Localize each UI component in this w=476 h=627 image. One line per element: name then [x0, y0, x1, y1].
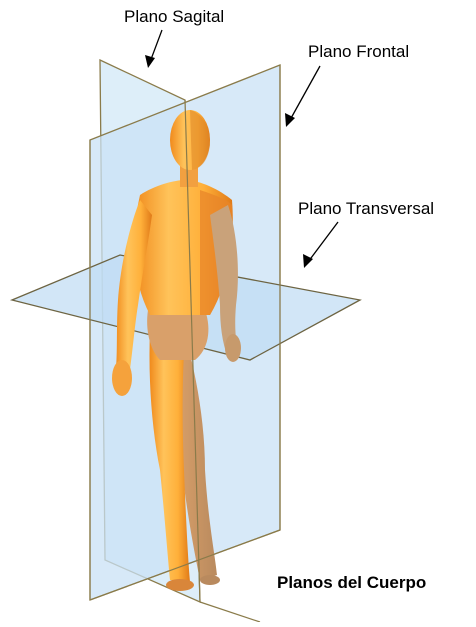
diagram-caption: Planos del Cuerpo: [277, 573, 426, 593]
frontal-arrow: [285, 66, 320, 127]
label-plano-sagital: Plano Sagital: [124, 7, 224, 27]
sagital-arrow: [145, 30, 162, 68]
label-plano-transversal: Plano Transversal: [298, 199, 434, 219]
transversal-arrow: [303, 222, 338, 268]
label-plano-frontal: Plano Frontal: [308, 42, 409, 62]
sagittal-plane-bottom-edge: [200, 602, 260, 622]
